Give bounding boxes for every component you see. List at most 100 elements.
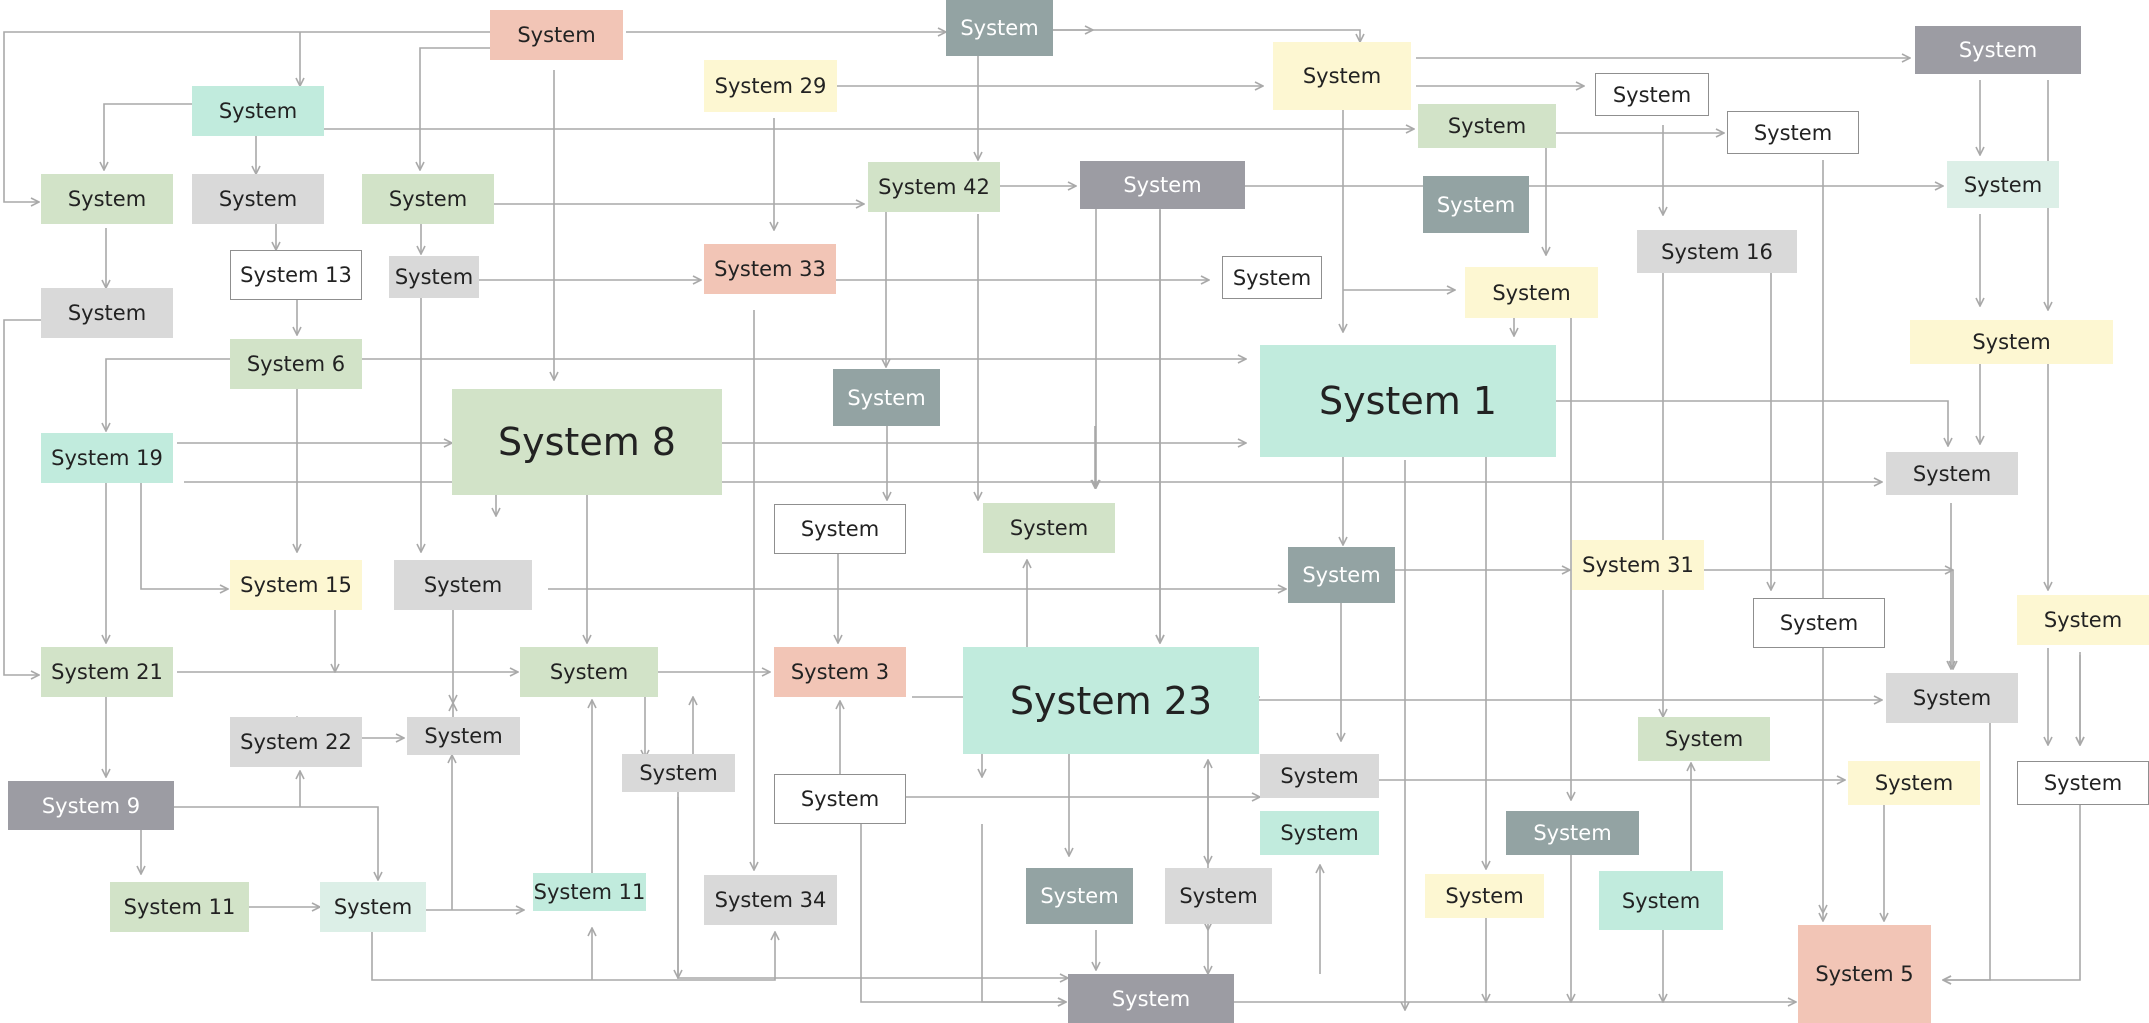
system-node[interactable]: System [946, 0, 1053, 56]
system-node[interactable]: System 23 [963, 647, 1259, 754]
node-label: System [1963, 172, 2043, 197]
system-node[interactable]: System [1910, 320, 2113, 364]
connector-arrow [174, 806, 378, 880]
system-node[interactable]: System [1886, 452, 2018, 495]
node-label: System [1179, 884, 1258, 908]
system-node[interactable]: System [1425, 874, 1544, 918]
system-node[interactable]: System 5 [1798, 925, 1931, 1023]
system-node[interactable]: System [774, 774, 906, 824]
system-node[interactable]: System [1595, 73, 1709, 116]
system-node[interactable]: System [1753, 598, 1885, 648]
system-node[interactable]: System 33 [704, 244, 836, 294]
node-label: System 11 [533, 880, 646, 904]
system-node[interactable]: System [1288, 547, 1395, 603]
system-node[interactable]: System 3 [774, 647, 906, 697]
system-node[interactable]: System [2017, 761, 2149, 805]
node-label: System [1302, 64, 1382, 88]
system-node[interactable]: System [622, 754, 735, 792]
node-label: System [1302, 563, 1381, 587]
system-node[interactable]: System [983, 503, 1115, 553]
system-node[interactable]: System 8 [452, 389, 722, 495]
system-node[interactable]: System [41, 174, 173, 224]
node-label: System [394, 265, 474, 289]
system-node[interactable]: System 15 [230, 560, 362, 610]
system-node[interactable]: System 9 [8, 781, 174, 830]
node-label: System 23 [1009, 678, 1213, 723]
system-node[interactable]: System [394, 560, 532, 610]
system-node[interactable]: System 31 [1572, 540, 1704, 590]
system-node[interactable]: System [407, 717, 520, 755]
system-node[interactable]: System [1222, 256, 1322, 299]
node-label: System 29 [714, 74, 827, 98]
system-node[interactable]: System 11 [110, 882, 249, 932]
node-label: System 9 [41, 793, 141, 818]
system-node[interactable]: System [1080, 161, 1245, 209]
system-node[interactable]: System [1068, 974, 1234, 1023]
system-node[interactable]: System [1260, 754, 1379, 798]
system-node[interactable]: System [833, 369, 940, 426]
system-node[interactable]: System [1886, 673, 2018, 723]
system-node[interactable]: System [1418, 104, 1556, 148]
node-label: System 31 [1582, 553, 1694, 577]
system-node[interactable]: System [1165, 868, 1272, 924]
node-label: System [388, 187, 468, 211]
node-label: System [2043, 771, 2123, 795]
system-node[interactable]: System 6 [230, 339, 362, 389]
system-node[interactable]: System 1 [1260, 345, 1556, 457]
system-node[interactable]: System [1506, 811, 1639, 855]
system-node[interactable]: System [774, 504, 906, 554]
system-node[interactable]: System [389, 256, 479, 298]
node-label: System 6 [246, 352, 346, 376]
system-node[interactable]: System 42 [868, 162, 1000, 212]
node-label: System [800, 787, 880, 811]
system-node[interactable]: System 11 [533, 873, 646, 911]
connector-arrow [371, 932, 775, 981]
system-node[interactable]: System [2017, 595, 2149, 645]
system-node[interactable]: System [320, 882, 426, 932]
node-label: System [1612, 82, 1692, 107]
system-node[interactable]: System [490, 10, 623, 60]
system-node[interactable]: System 19 [41, 433, 173, 483]
node-label: System [2043, 608, 2123, 632]
node-label: System [67, 187, 147, 211]
node-label: System 34 [714, 888, 827, 912]
node-label: System 5 [1815, 962, 1914, 986]
node-label: System [1040, 884, 1119, 908]
system-node[interactable]: System [1727, 111, 1859, 154]
system-node[interactable]: System 22 [230, 717, 362, 767]
system-node[interactable]: System [1273, 42, 1411, 110]
system-node[interactable]: System [1026, 868, 1133, 924]
node-label: System [1958, 38, 2038, 62]
system-node[interactable]: System [1599, 871, 1723, 930]
node-label: System [1445, 884, 1524, 908]
system-node[interactable]: System 16 [1637, 230, 1797, 273]
connector-arrow [3, 31, 490, 202]
system-node[interactable]: System [192, 86, 324, 136]
node-label: System [639, 761, 718, 785]
system-node[interactable]: System [520, 647, 658, 697]
system-node[interactable]: System [41, 288, 173, 338]
system-node[interactable]: System [1947, 161, 2059, 208]
system-node[interactable]: System 21 [41, 647, 173, 697]
node-label: System [1621, 888, 1701, 913]
system-node[interactable]: System [1423, 176, 1529, 233]
system-node[interactable]: System [192, 174, 324, 224]
node-label: System [1111, 986, 1191, 1011]
system-node[interactable]: System [1260, 811, 1379, 855]
node-label: System [1436, 192, 1516, 217]
system-node[interactable]: System [1915, 26, 2081, 74]
node-label: System [517, 23, 596, 47]
node-label: System [218, 187, 298, 211]
node-label: System 13 [240, 263, 352, 287]
system-node[interactable]: System [1848, 761, 1980, 805]
node-label: System 22 [240, 730, 352, 754]
system-node[interactable]: System [1465, 267, 1598, 318]
connector-arrow [420, 47, 490, 170]
system-node[interactable]: System 34 [704, 875, 837, 925]
connector-arrow [104, 103, 192, 170]
system-node[interactable]: System 29 [704, 60, 837, 112]
system-node[interactable]: System [362, 174, 494, 224]
system-node[interactable]: System 13 [230, 250, 362, 300]
system-node[interactable]: System [1638, 717, 1770, 761]
node-label: System [847, 385, 926, 410]
